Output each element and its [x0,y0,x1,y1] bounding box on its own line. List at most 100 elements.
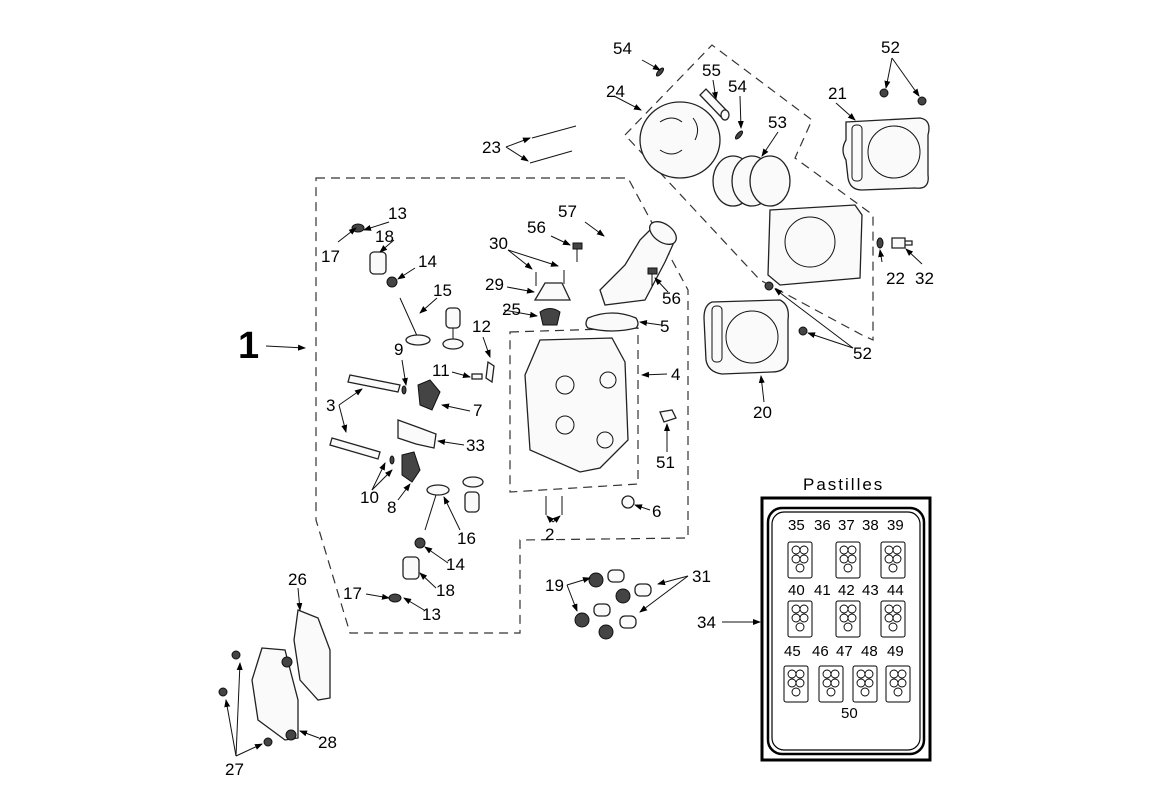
temperature-sensor [659,409,677,423]
dowel-pin [764,281,774,291]
valve-spring-retainer [351,223,365,233]
shim-number: 45 [784,643,801,660]
shim-number: 35 [788,517,805,534]
cover-bolt [218,687,228,697]
callout: 19 [545,576,564,595]
manifold-bolt [572,242,583,262]
callout: 26 [288,570,307,589]
callout: 18 [375,227,394,246]
rocker-shaft [329,437,381,460]
shim-packs [783,541,911,703]
shim-number: 40 [788,582,805,599]
callout: 18 [436,581,455,600]
dowel-pin [917,96,927,106]
callout: 12 [472,317,491,336]
callout: 25 [502,300,521,319]
shims-title: Pastilles [803,475,884,494]
callout: 17 [321,247,340,266]
callout: 54 [728,77,747,96]
piston-rings [712,155,791,207]
valve-cover-gasket [293,609,331,701]
valve-stem-seal [386,276,398,288]
callout: 6 [652,502,661,521]
exhaust-valve [424,484,450,531]
callout: 14 [446,555,465,574]
callout: 3 [326,396,335,415]
shim-pack [783,665,809,703]
cylinder-studs [529,125,577,164]
shim-pack [818,665,844,703]
callout: 28 [318,733,337,752]
callout: 32 [915,269,934,288]
shim-pack [787,600,813,638]
callout: 29 [485,275,504,294]
shim-number: 49 [887,643,904,660]
rocker-arm [401,451,421,483]
temperature-sender [891,237,913,249]
shim-pack [835,600,861,638]
valve-cover [251,647,299,741]
shim-pack [835,541,861,579]
nuts-and-bushings [574,569,652,640]
callout: 2 [545,525,554,544]
valve-spring [369,251,387,275]
shim-number: 41 [814,582,831,599]
valve-spring [402,556,420,580]
cover-bolt [263,737,273,747]
callout: 10 [360,488,379,507]
callout: 4 [671,365,680,384]
cylinder-block [767,204,863,286]
callout: 52 [881,38,900,57]
callout: 51 [656,453,675,472]
o-ring [621,495,635,509]
valve-spring-retainer [388,593,402,603]
shim-number: 47 [836,643,853,660]
thermostat-housing [533,282,572,301]
callout: 54 [613,39,632,58]
cylinder-head [524,337,629,473]
gasket [485,360,495,384]
callout: 23 [482,138,501,157]
piston-pin-clip [655,67,665,77]
sealing-washer [876,237,884,249]
callout: 15 [433,281,452,300]
manifold-gasket [585,312,639,332]
assembly-label: 1 [238,325,259,367]
rocker-shaft [347,374,401,393]
callout-labels: 54 24 55 54 53 21 52 23 57 56 30 29 56 2… [225,38,934,779]
callout: 9 [394,340,403,359]
callout: 17 [343,584,362,603]
shim-number: 38 [862,517,879,534]
callout: 7 [473,401,482,420]
callout: 31 [692,567,711,586]
piston-pin [699,88,730,121]
shim-number: 39 [887,517,904,534]
shim-number: 46 [812,643,829,660]
callout: 24 [606,82,625,101]
dowel-pin [879,88,889,98]
adjusting-screw [389,455,395,465]
callout: 20 [753,403,772,422]
callout: 14 [418,252,437,271]
intake-valve [399,297,431,346]
shim-number: 43 [862,582,879,599]
rocker-arm [417,379,441,411]
callout: 52 [853,344,872,363]
callout: 5 [660,317,669,336]
dowel-pin [798,326,808,336]
shim-number: 48 [861,643,878,660]
camshaft [397,419,437,449]
callout: 21 [828,84,847,103]
shim-number: 44 [887,582,904,599]
piston [639,101,721,179]
callout: 11 [432,361,450,380]
callout: 22 [886,269,905,288]
shim-number: 37 [838,517,855,534]
callout: 55 [702,61,721,80]
callout: 8 [387,498,396,517]
shim-number: 36 [814,517,831,534]
callout: 53 [768,113,787,132]
shim-pack [880,541,906,579]
